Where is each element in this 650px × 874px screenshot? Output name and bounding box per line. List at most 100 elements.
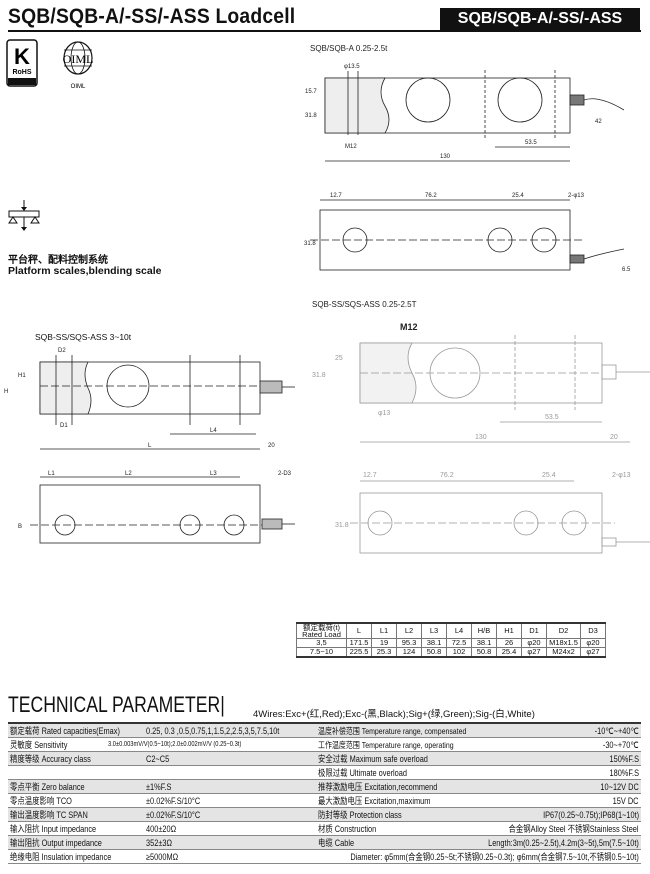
svg-text:H: H xyxy=(4,389,8,395)
drawing-label-sqb-a: SQB/SQB-A 0.25-2.5t xyxy=(310,44,388,53)
title-divider xyxy=(8,30,641,32)
certification-logos: K RoHS OIML OIML xyxy=(6,39,94,90)
wire-colors: 4Wires:Exc+(红,Red);Exc-(黑,Black);Sig+(绿,… xyxy=(253,709,535,720)
param-row: 输出温度影响 TC SPAN ±0.02%F.S/10°C 防封等级 Protect… xyxy=(8,808,641,822)
drawing-label-sqb-ss-large: SQB-SS/SQS-ASS 3~10t xyxy=(35,332,132,342)
technical-title: TECHNICAL PARAMETER| xyxy=(8,692,225,717)
param-label: 灵敏度 Sensitivity xyxy=(10,740,68,750)
param-value: ±0.02%F.S/10°C xyxy=(146,796,201,806)
svg-text:12.7: 12.7 xyxy=(330,193,342,199)
svg-text:76.2: 76.2 xyxy=(425,193,437,199)
svg-text:25.4: 25.4 xyxy=(542,472,556,479)
param-label: 零点平衡 Zero balance xyxy=(10,782,85,792)
svg-text:76.2: 76.2 xyxy=(440,472,454,479)
param-row: 极限过载 Ultimate overload 180%F.S xyxy=(8,766,641,780)
table-header-row: 额定载荷(t) Rated Load L L1 L2 L3 L4 H/B H1 … xyxy=(296,622,606,639)
drawing-sqb-a: φ13.5 15.7 31.8 M12 42 53.5 130 12.7 76.… xyxy=(304,64,631,273)
param-value: 180%F.S xyxy=(609,768,639,778)
svg-text:12.7: 12.7 xyxy=(363,472,377,479)
svg-text:130: 130 xyxy=(475,434,487,441)
svg-text:31.8: 31.8 xyxy=(335,522,349,529)
param-label: 电缆 Cable xyxy=(318,838,355,848)
svg-text:2-φ13: 2-φ13 xyxy=(568,193,585,199)
svg-text:L3: L3 xyxy=(210,471,217,477)
param-label: 安全过载 Maximum safe overload xyxy=(318,754,428,764)
param-value: ≥5000MΩ xyxy=(146,852,179,862)
svg-text:RoHS: RoHS xyxy=(12,69,31,76)
svg-text:2-φ13: 2-φ13 xyxy=(612,472,631,479)
param-label: 极限过载 Ultimate overload xyxy=(318,768,408,778)
param-label: 材质 Construction xyxy=(318,824,377,834)
svg-text:OIML: OIML xyxy=(71,84,86,90)
dimension-table: 额定载荷(t) Rated Load L L1 L2 L3 L4 H/B H1 … xyxy=(296,622,606,658)
svg-text:L: L xyxy=(148,443,152,449)
svg-text:2-D3: 2-D3 xyxy=(278,471,292,477)
param-label: 输出阻抗 Output impedance xyxy=(10,838,102,848)
svg-text:53.5: 53.5 xyxy=(545,414,559,421)
param-value: Diameter: φ5mm(合金钢0.25~5t;不锈钢0.25~0.3t);… xyxy=(350,852,639,862)
svg-text:42: 42 xyxy=(595,119,602,125)
param-row: 零点温度影响 TCO ±0.02%F.S/10°C 最大激励电压 Excitatio… xyxy=(8,794,641,808)
param-row: 精度等级 Accuracy class C2~C5 安全过载 Maximum saf… xyxy=(8,752,641,766)
param-label: 防封等级 Protection class xyxy=(318,810,402,820)
param-value: 400±20Ω xyxy=(146,824,177,834)
param-row: 绝缘电阻 Insulation impedance ≥5000MΩ Diameter… xyxy=(8,850,641,864)
param-label: 输入阻抗 Input impedance xyxy=(10,824,97,834)
param-label: 温度补偿范围 Temperature range, compensated xyxy=(318,726,467,736)
svg-text:31.8: 31.8 xyxy=(305,113,317,119)
param-label: 额定载荷 Rated capacities(Emax) xyxy=(10,726,120,736)
svg-text:M12: M12 xyxy=(345,144,357,150)
param-value: 150%F.S xyxy=(609,754,639,764)
param-value: 3.0±0.003mV/V(0.5~10t);2.0±0.002mV/V (0.… xyxy=(108,741,242,748)
svg-text:20: 20 xyxy=(610,434,618,441)
param-value: -10℃~+40℃ xyxy=(594,726,639,736)
svg-text:B: B xyxy=(18,524,22,530)
svg-text:K: K xyxy=(14,44,30,69)
param-value: 0.25, 0.3 ,0.5,0.75,1,1.5,2,2.5,3,5,7.5,… xyxy=(146,726,280,736)
param-value: 352±3Ω xyxy=(146,838,172,848)
svg-text:D2: D2 xyxy=(58,348,66,354)
param-value: IP67(0.25~0.75t);IP68(1~10t) xyxy=(542,810,639,820)
param-label: 输出温度影响 TC SPAN xyxy=(10,810,88,820)
drawing-sqb-ss-large: D2 H1 H D1 L4 L 20 L1 L2 L3 2-D3 B xyxy=(4,348,295,544)
svg-text:25.4: 25.4 xyxy=(512,193,524,199)
param-value: 15V DC xyxy=(613,796,639,806)
application-cn: 平台秤、配料控制系统 xyxy=(8,255,108,266)
svg-text:6.5: 6.5 xyxy=(622,267,631,273)
param-value: 10~12V DC xyxy=(600,782,639,792)
load-beam-icon xyxy=(8,200,40,231)
param-value: 合金钢Alloy Steel 不锈钢Stainless Steel xyxy=(508,824,639,834)
svg-text:130: 130 xyxy=(440,154,451,160)
oiml-logo: OIML OIML xyxy=(63,41,94,90)
page-title: SQB/SQB-A/-SS/-ASS Loadcell xyxy=(8,5,296,28)
svg-text:L4: L4 xyxy=(210,428,217,434)
param-label: 零点温度影响 TCO xyxy=(10,796,72,806)
param-value: C2~C5 xyxy=(146,754,170,764)
param-value: -30~+70℃ xyxy=(603,740,639,750)
drawing-sqb-ss-small: M12 25 31.8 φ13 53.5 130 20 12.7 76.2 25… xyxy=(312,322,650,554)
svg-text:31.8: 31.8 xyxy=(304,241,316,247)
param-label: 精度等级 Accuracy class xyxy=(10,754,91,764)
param-label: 推荐激励电压 Excitation,recommend xyxy=(318,782,438,792)
param-label: 绝缘电阻 Insulation impedance xyxy=(10,852,112,862)
param-row: 额定载荷 Rated capacities(Emax) 0.25, 0.3 ,0.… xyxy=(8,724,641,738)
drawing-label-sqb-ss-small: SQB-SS/SQS-ASS 0.25-2.5T xyxy=(312,300,417,309)
svg-text:M12: M12 xyxy=(400,322,418,332)
application-en: Platform scales,blending scale xyxy=(8,265,162,277)
param-label: 最大激励电压 Excitation,maximum xyxy=(318,796,431,806)
svg-text:OIML: OIML xyxy=(63,52,94,66)
rohs-logo: K RoHS xyxy=(6,39,38,87)
param-value: ±0.02%F.S/10°C xyxy=(146,810,201,820)
param-row: 输入阻抗 Input impedance 400±20Ω 材质 Constructi… xyxy=(8,822,641,836)
svg-text:φ13: φ13 xyxy=(378,410,390,417)
model-badge: SQB/SQB-A/-SS/-ASS xyxy=(440,8,640,30)
svg-text:25: 25 xyxy=(335,355,343,362)
param-label: 工作温度范围 Temperature range, operating xyxy=(318,740,454,750)
param-value: ±1%F.S xyxy=(146,782,172,792)
svg-text:20: 20 xyxy=(268,443,275,449)
params-top-rule xyxy=(8,722,641,724)
svg-text:φ13.5: φ13.5 xyxy=(344,64,360,70)
